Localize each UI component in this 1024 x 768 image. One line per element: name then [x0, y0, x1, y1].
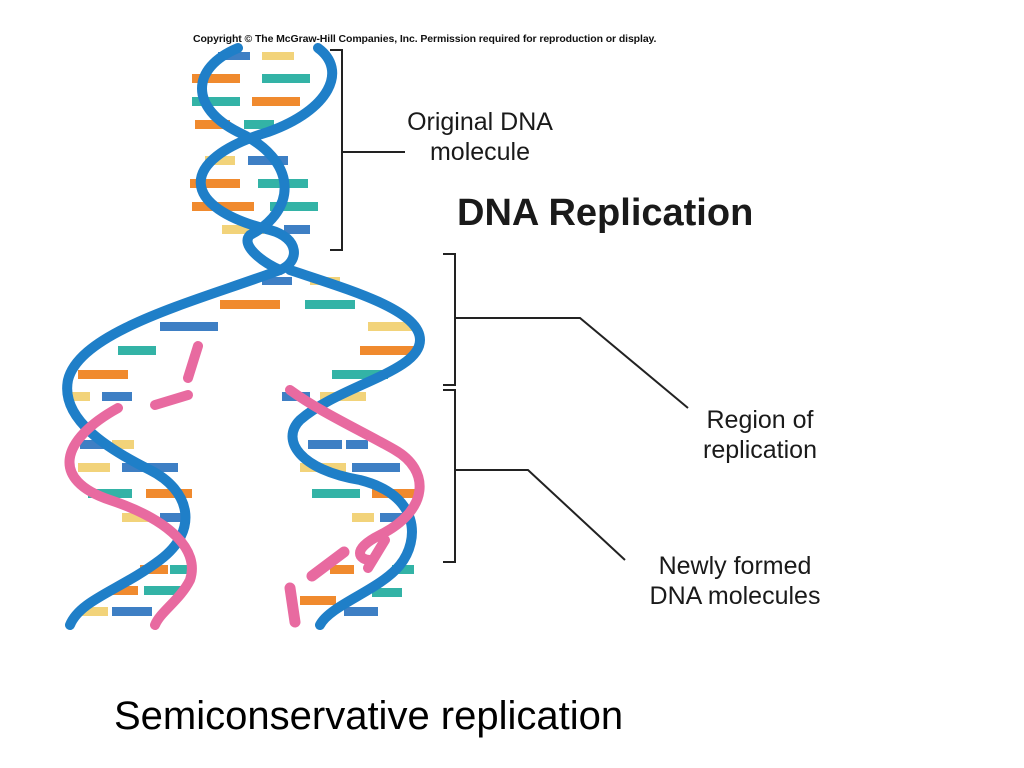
bracket-region: [443, 253, 689, 409]
label-newly-line2: DNA molecules: [649, 582, 821, 610]
base-pair: [218, 52, 294, 60]
parental-strand-left: [62, 265, 285, 630]
base-pair: [192, 97, 300, 106]
base-pair: [205, 156, 288, 165]
bracket-newly: [443, 389, 626, 563]
label-original-line1: Original DNA: [407, 108, 553, 136]
bracket-original: [330, 49, 405, 251]
base-pair: [222, 225, 310, 234]
base-pair: [195, 120, 274, 129]
label-region-line1: Region of: [706, 406, 814, 434]
copyright-notice: Copyright © The McGraw-Hill Companies, I…: [193, 33, 657, 45]
new-strand-right: [285, 385, 425, 565]
new-strands: [64, 385, 425, 630]
slide-caption: Semiconservative replication: [114, 694, 624, 738]
strand-a: [197, 43, 290, 275]
label-region-of-replication: Region of replication: [680, 405, 840, 465]
label-original-line2: molecule: [429, 138, 531, 166]
base-pair: [190, 179, 308, 188]
label-original-dna: Original DNA molecule: [385, 107, 575, 167]
replication-fork: [62, 265, 426, 630]
diagram-title: DNA Replication: [457, 192, 754, 234]
label-newly-line1: Newly formed: [658, 552, 812, 580]
base-pair: [192, 74, 310, 83]
strand-b: [195, 43, 338, 275]
new-strand-left: [64, 403, 197, 630]
label-newly-formed: Newly formed DNA molecules: [622, 551, 848, 611]
original-dna-helix: [195, 43, 338, 275]
parental-strand-right: [285, 265, 426, 630]
label-region-line2: replication: [703, 436, 817, 464]
